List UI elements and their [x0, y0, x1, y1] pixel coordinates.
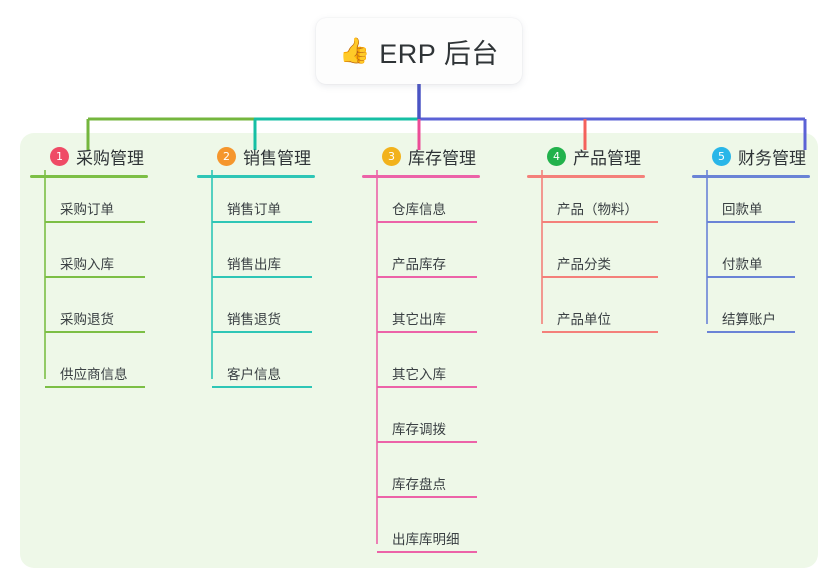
leaf-item[interactable]: 仓库信息 — [362, 197, 512, 223]
leaf-item[interactable]: 采购入库 — [30, 252, 180, 278]
leaf-item-label: 产品单位 — [557, 312, 611, 327]
column-header[interactable]: 1 采购管理 — [30, 143, 180, 170]
column-underline — [30, 175, 148, 178]
leaf-item-label: 付款单 — [722, 257, 763, 272]
leaf-item-label: 采购入库 — [60, 257, 114, 272]
leaf-item[interactable]: 付款单 — [692, 252, 822, 278]
column-items: 销售订单销售出库销售退货客户信息 — [197, 178, 347, 394]
leaf-item-underline — [212, 331, 312, 333]
leaf-item-label: 结算账户 — [722, 312, 776, 327]
leaf-item-underline — [212, 276, 312, 278]
column-items: 产品（物料） 产品分类产品单位 — [527, 178, 687, 339]
leaf-item[interactable]: 销售出库 — [197, 252, 347, 278]
column-header[interactable]: 4 产品管理 — [527, 143, 687, 170]
leaf-item[interactable]: 库存盘点 — [362, 472, 512, 498]
diagram-panel — [20, 133, 818, 568]
thumbs-up-icon: 👍 — [339, 36, 371, 65]
leaf-item-underline — [707, 276, 795, 278]
column-index-badge: 4 — [547, 147, 566, 166]
leaf-item-underline — [377, 276, 477, 278]
leaf-item-underline — [45, 331, 145, 333]
leaf-item-label: 库存调拨 — [392, 422, 446, 437]
leaf-item[interactable]: 销售退货 — [197, 307, 347, 333]
leaf-item-underline — [212, 386, 312, 388]
leaf-item-label: 库存盘点 — [392, 477, 446, 492]
column-产品管理: 4 产品管理产品（物料） 产品分类产品单位 — [527, 143, 687, 339]
root-node[interactable]: 👍 ERP 后台 — [316, 18, 522, 84]
column-underline — [197, 175, 315, 178]
leaf-item[interactable]: 采购退货 — [30, 307, 180, 333]
leaf-item-underline — [377, 496, 477, 498]
leaf-item[interactable]: 产品单位 — [527, 307, 687, 333]
leaf-item[interactable]: 供应商信息 — [30, 362, 180, 388]
column-underline — [692, 175, 810, 178]
leaf-item-label: 采购订单 — [60, 202, 114, 217]
leaf-item-label: 产品（物料） — [557, 202, 638, 217]
leaf-item-underline — [45, 386, 145, 388]
column-header[interactable]: 2 销售管理 — [197, 143, 347, 170]
column-index-badge: 2 — [217, 147, 236, 166]
leaf-item[interactable]: 出库库明细 — [362, 527, 512, 553]
leaf-item-underline — [542, 221, 658, 223]
leaf-item-underline — [377, 331, 477, 333]
leaf-item-label: 回款单 — [722, 202, 763, 217]
leaf-item-label: 其它入库 — [392, 367, 446, 382]
root-title: ERP 后台 — [379, 38, 499, 69]
column-采购管理: 1 采购管理采购订单采购入库采购退货供应商信息 — [30, 143, 180, 394]
column-index-badge: 5 — [712, 147, 731, 166]
leaf-item-underline — [377, 386, 477, 388]
leaf-item-underline — [707, 221, 795, 223]
leaf-item-label: 产品分类 — [557, 257, 611, 272]
leaf-item-label: 销售退货 — [227, 312, 281, 327]
column-index-badge: 3 — [382, 147, 401, 166]
leaf-item-label: 供应商信息 — [60, 367, 128, 382]
leaf-item[interactable]: 回款单 — [692, 197, 822, 223]
column-underline — [527, 175, 645, 178]
leaf-item-label: 其它出库 — [392, 312, 446, 327]
leaf-item-label: 出库库明细 — [392, 532, 460, 547]
leaf-item-underline — [377, 221, 477, 223]
leaf-item-label: 采购退货 — [60, 312, 114, 327]
column-title: 库存管理 — [408, 149, 476, 168]
leaf-item-label: 产品库存 — [392, 257, 446, 272]
column-财务管理: 5 财务管理回款单付款单结算账户 — [692, 143, 822, 339]
leaf-item-label: 客户信息 — [227, 367, 281, 382]
leaf-item-label: 仓库信息 — [392, 202, 446, 217]
leaf-item-underline — [377, 441, 477, 443]
column-items: 仓库信息产品库存其它出库其它入库库存调拨库存盘点出库库明细 — [362, 178, 512, 559]
column-title: 采购管理 — [76, 149, 144, 168]
leaf-item-underline — [707, 331, 795, 333]
leaf-item-underline — [542, 276, 658, 278]
column-title: 财务管理 — [738, 149, 806, 168]
column-header[interactable]: 5 财务管理 — [692, 143, 822, 170]
column-underline — [362, 175, 480, 178]
column-title: 销售管理 — [243, 149, 311, 168]
leaf-item[interactable]: 客户信息 — [197, 362, 347, 388]
leaf-item[interactable]: 销售订单 — [197, 197, 347, 223]
leaf-item-underline — [542, 331, 658, 333]
column-库存管理: 3 库存管理仓库信息产品库存其它出库其它入库库存调拨库存盘点出库库明细 — [362, 143, 512, 559]
column-items: 回款单付款单结算账户 — [692, 178, 822, 339]
leaf-item-underline — [45, 276, 145, 278]
column-销售管理: 2 销售管理销售订单销售出库销售退货客户信息 — [197, 143, 347, 394]
leaf-item-underline — [212, 221, 312, 223]
leaf-item-underline — [45, 221, 145, 223]
column-header[interactable]: 3 库存管理 — [362, 143, 512, 170]
leaf-item[interactable]: 产品库存 — [362, 252, 512, 278]
root-node-content: 👍 ERP 后台 — [339, 32, 499, 71]
leaf-item[interactable]: 其它出库 — [362, 307, 512, 333]
leaf-item-label: 销售出库 — [227, 257, 281, 272]
leaf-item[interactable]: 库存调拨 — [362, 417, 512, 443]
leaf-item[interactable]: 其它入库 — [362, 362, 512, 388]
leaf-item-underline — [377, 551, 477, 553]
column-items: 采购订单采购入库采购退货供应商信息 — [30, 178, 180, 394]
leaf-item[interactable]: 产品（物料） — [527, 197, 687, 223]
leaf-item[interactable]: 结算账户 — [692, 307, 822, 333]
leaf-item-label: 销售订单 — [227, 202, 281, 217]
column-index-badge: 1 — [50, 147, 69, 166]
leaf-item[interactable]: 采购订单 — [30, 197, 180, 223]
leaf-item[interactable]: 产品分类 — [527, 252, 687, 278]
column-title: 产品管理 — [573, 149, 641, 168]
